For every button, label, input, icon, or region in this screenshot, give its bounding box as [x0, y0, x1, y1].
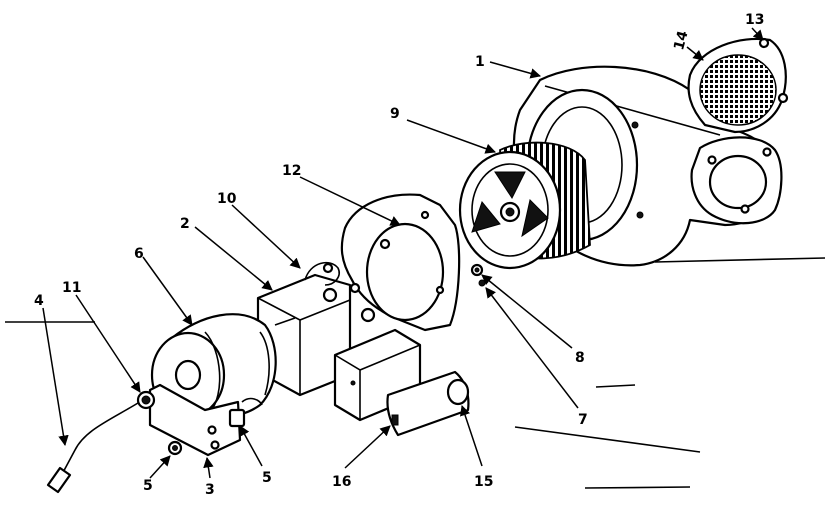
callout-5b: 5	[262, 470, 272, 486]
leader-9	[406, 119, 496, 154]
callout-labels: 1 2 3 4 5 5 6 7 8 9 10 11 12 13 14 15 16	[34, 12, 764, 498]
callout-10: 10	[217, 191, 237, 207]
nut	[167, 440, 183, 456]
power-cord	[46, 402, 139, 494]
callout-7: 7	[578, 412, 588, 428]
callout-5a: 5	[143, 478, 153, 494]
leader-13	[751, 27, 764, 41]
intake-grille	[687, 37, 789, 134]
callout-9: 9	[390, 106, 400, 122]
wire-terminal	[304, 261, 340, 286]
leader-16	[344, 425, 391, 469]
blower-wheel	[458, 141, 591, 270]
callout-6: 6	[134, 246, 144, 262]
callout-2: 2	[180, 216, 190, 232]
leader-4	[42, 307, 69, 447]
callout-16: 16	[332, 474, 351, 490]
leader-5b	[239, 425, 263, 467]
callout-leaders	[42, 27, 764, 479]
leader-6	[142, 256, 193, 326]
callout-15: 15	[474, 474, 493, 490]
callout-4: 4	[34, 293, 44, 309]
scan-marks	[5, 257, 826, 489]
leader-12	[299, 176, 401, 226]
callout-8: 8	[575, 350, 585, 366]
callout-14: 14	[671, 29, 692, 52]
callout-13: 13	[745, 12, 764, 28]
outlet-flange	[690, 136, 783, 225]
callout-12: 12	[282, 163, 301, 179]
callout-11: 11	[62, 280, 81, 296]
callout-1: 1	[475, 54, 485, 70]
leader-14	[686, 46, 704, 61]
motor-mount	[148, 383, 263, 457]
callout-3: 3	[205, 482, 215, 498]
leader-15	[460, 405, 483, 467]
leader-3	[203, 456, 214, 479]
mounting-plate	[340, 193, 461, 332]
leader-8	[481, 274, 573, 349]
grommet	[136, 390, 156, 410]
leader-1	[489, 61, 542, 79]
leader-5a	[149, 455, 171, 479]
leader-11	[75, 294, 141, 393]
leader-7	[485, 287, 579, 409]
leader-10	[231, 204, 301, 269]
leader-2	[194, 226, 273, 291]
